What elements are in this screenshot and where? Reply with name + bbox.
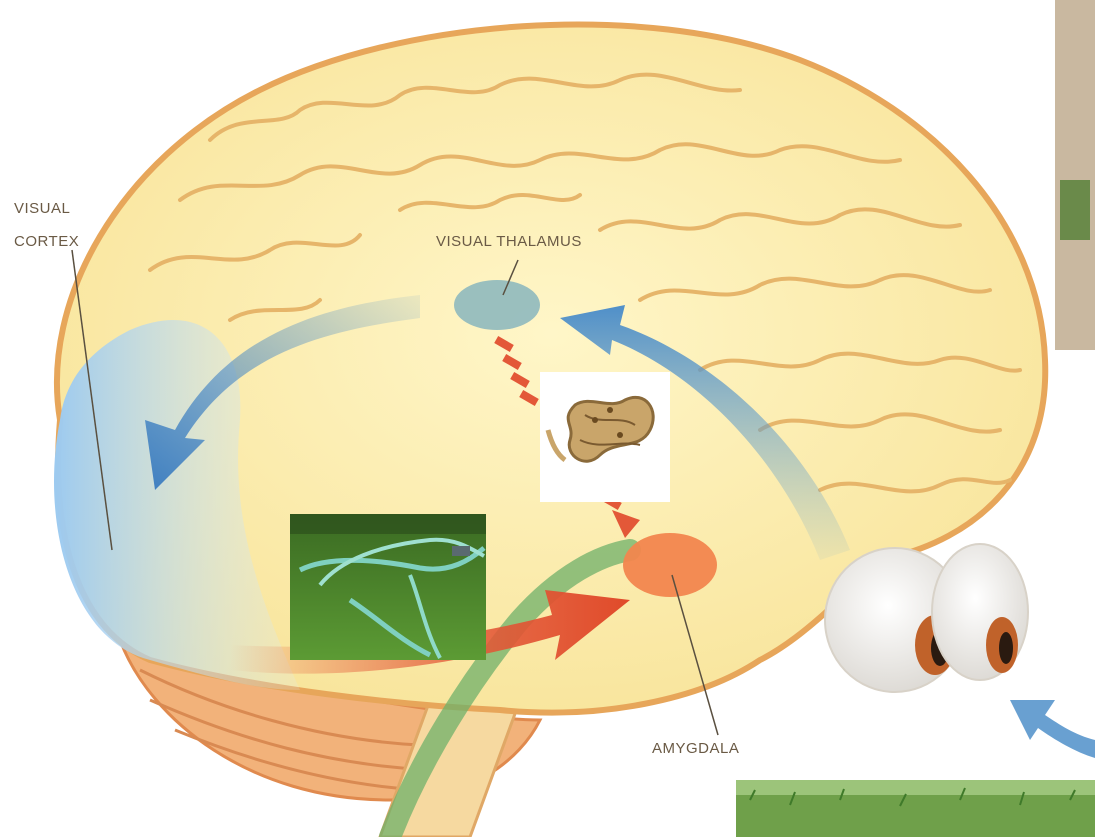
label-amygdala: AMYGDALA — [652, 740, 739, 757]
amygdala-node — [623, 533, 717, 597]
thalamus-node — [454, 280, 540, 330]
label-visual-cortex-line1: VISUAL — [14, 200, 70, 217]
grass-photo — [736, 780, 1095, 837]
blue-arrow-light-input — [1010, 700, 1095, 758]
label-visual-thalamus: VISUAL THALAMUS — [436, 233, 582, 250]
label-visual-cortex-line2: CORTEX — [14, 233, 79, 250]
garden-hose-photo — [290, 514, 486, 660]
background-foliage — [1060, 180, 1090, 240]
snake-icon — [540, 372, 670, 502]
background-scene-strip — [1055, 0, 1095, 350]
eyeball-icon — [825, 544, 1028, 692]
